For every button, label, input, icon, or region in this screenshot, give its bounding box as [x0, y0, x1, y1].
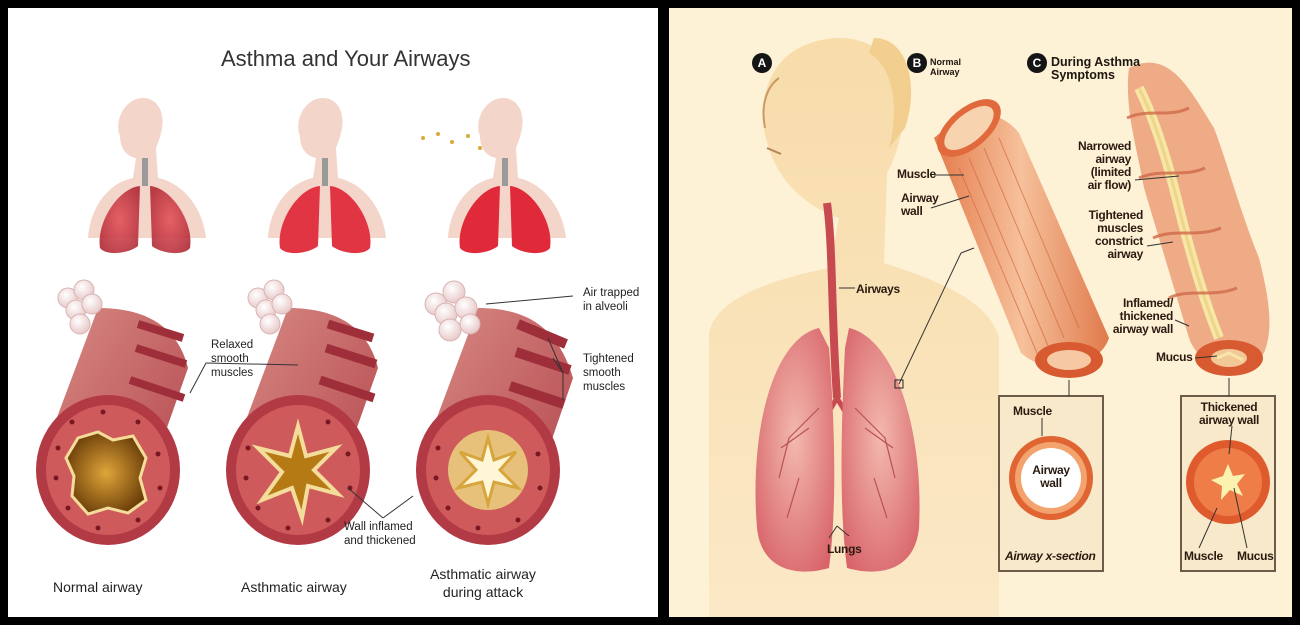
label-line: Relaxed [211, 338, 253, 352]
heading-line: Airway [930, 67, 961, 77]
label-line: in alveoli [583, 300, 639, 314]
label-line: and thickened [344, 534, 416, 548]
asthma-symptoms-panel: A B C Normal Airway During Asthma Sympto… [669, 8, 1292, 617]
heading-line: Symptoms [1051, 69, 1140, 82]
label-line: airway [1071, 248, 1143, 261]
label-line: smooth [583, 366, 634, 380]
figure-normal [88, 98, 206, 253]
label-line: wall [1027, 477, 1075, 490]
label-relaxed-smooth-muscles: Relaxed smooth muscles [211, 338, 253, 380]
label-line: airway wall [1099, 323, 1173, 336]
airway-normal [36, 280, 188, 545]
inset-caption-x-section: Airway x-section [1005, 550, 1096, 563]
heading-during-asthma: During Asthma Symptoms [1051, 56, 1140, 82]
figure-asthmatic [268, 98, 386, 253]
badge-c: C [1027, 53, 1047, 73]
label-line: wall [901, 205, 939, 218]
figure-attack [421, 98, 566, 253]
label-mucus: Mucus [1156, 351, 1193, 364]
label-muscle: Muscle [897, 168, 936, 181]
label-line: muscles [211, 366, 253, 380]
inset-asthma-mucus: Mucus [1237, 550, 1274, 563]
label-tightened-muscles: Tightened muscles constrict airway [1071, 209, 1143, 261]
airway-attack [416, 281, 573, 545]
badge-a: A [752, 53, 772, 73]
label-line: Air trapped [583, 286, 639, 300]
label-line: Tightened [583, 352, 634, 366]
left-illustration [8, 8, 658, 617]
label-line: smooth [211, 352, 253, 366]
label-tightened-smooth-muscles: Tightened smooth muscles [583, 352, 634, 394]
label-line: air flow) [1069, 179, 1131, 192]
label-lungs: Lungs [827, 543, 862, 556]
label-line: muscles [583, 380, 634, 394]
caption-line: during attack [418, 583, 548, 601]
label-airway-wall: Airway wall [901, 192, 939, 218]
heading-line: Normal [930, 57, 961, 67]
label-wall-inflamed: Wall inflamed and thickened [344, 520, 416, 548]
right-illustration [669, 8, 1292, 617]
caption-asthmatic-airway: Asthmatic airway [241, 578, 347, 596]
caption-normal-airway: Normal airway [53, 578, 142, 596]
badge-b: B [907, 53, 927, 73]
airway-asthmatic [226, 280, 378, 545]
caption-line: Asthmatic airway [418, 565, 548, 583]
label-air-trapped: Air trapped in alveoli [583, 286, 639, 314]
inset-asthma-muscle: Muscle [1184, 550, 1223, 563]
heading-normal-airway: Normal Airway [930, 57, 961, 77]
label-narrowed-airway: Narrowed airway (limited air flow) [1069, 140, 1131, 192]
label-inflamed-wall: Inflamed/ thickened airway wall [1099, 297, 1173, 336]
label-airways: Airways [856, 283, 900, 296]
caption-attack-airway: Asthmatic airway during attack [418, 565, 548, 601]
label-line: airway wall [1189, 414, 1269, 427]
diagram-title: Asthma and Your Airways [221, 46, 470, 72]
inset-normal-airway-wall: Airway wall [1027, 464, 1075, 490]
asthma-airways-panel: Asthma and Your Airways Relaxed smooth m… [8, 8, 658, 617]
label-line: Wall inflamed [344, 520, 416, 534]
inset-normal-muscle: Muscle [1013, 405, 1052, 418]
inset-thickened-wall: Thickened airway wall [1189, 401, 1269, 427]
